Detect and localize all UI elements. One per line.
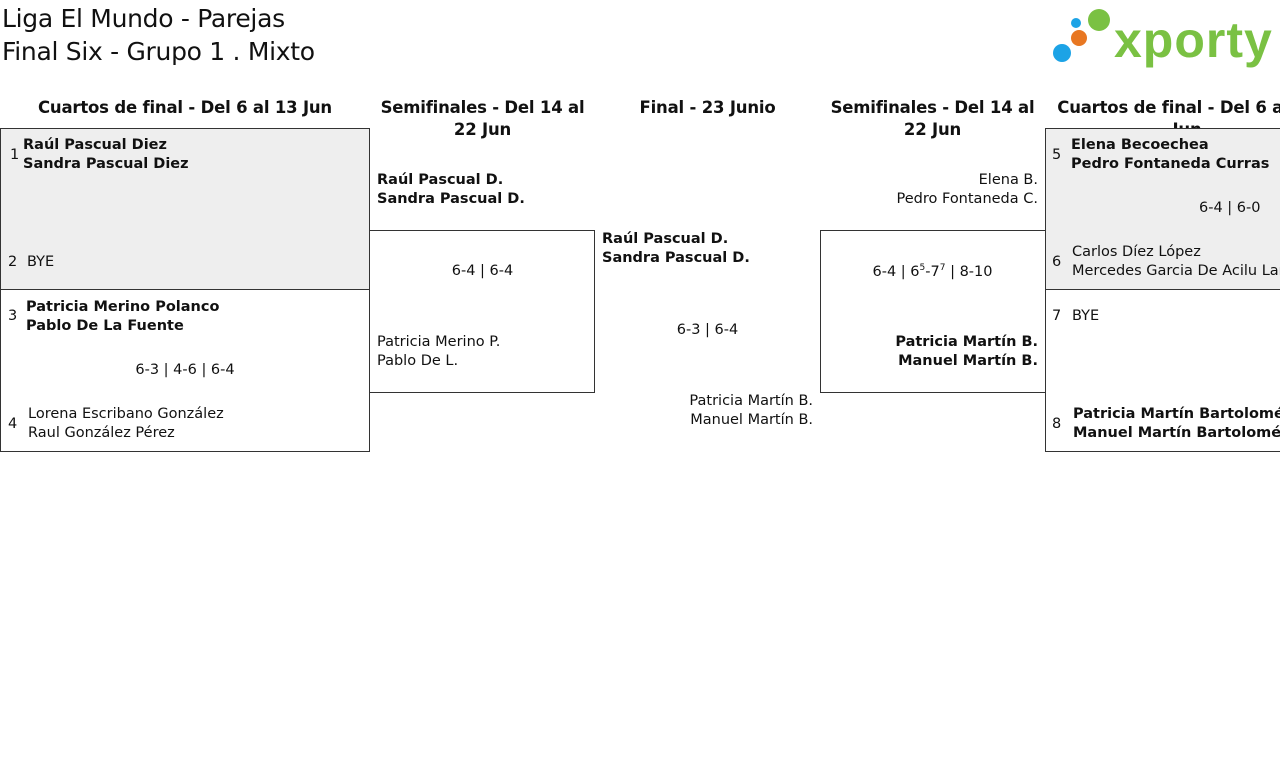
seed-number: 4 bbox=[8, 416, 18, 432]
team-player: Patricia Merino Polanco bbox=[26, 299, 220, 315]
team-player: Raúl Pascual D. bbox=[377, 172, 504, 188]
team-player: Elena Becoechea bbox=[1071, 137, 1209, 153]
column-header-final: Final - 23 Junio bbox=[639, 98, 776, 117]
column-header-sf-left: Semifinales - Del 14 al 22 Jun bbox=[380, 98, 585, 139]
team-player: Patricia Merino P. bbox=[377, 334, 501, 350]
team-player: Raul González Pérez bbox=[28, 425, 175, 441]
team-player: Patricia Martín Bartolomé bbox=[1073, 406, 1280, 422]
xporty-logo: xporty bbox=[1052, 4, 1280, 68]
match-score: 6-3 | 4-6 | 6-4 bbox=[135, 362, 235, 378]
team-player: Manuel Martín B. bbox=[690, 412, 813, 428]
title-line-1: Liga El Mundo - Parejas bbox=[2, 4, 285, 33]
seed-number: 3 bbox=[8, 308, 18, 324]
seed-number: 8 bbox=[1052, 416, 1062, 432]
match-score: 6-3 | 6-4 bbox=[676, 322, 739, 338]
seed-number: 6 bbox=[1052, 254, 1062, 270]
page-title: Liga El Mundo - Parejas Final Six - Grup… bbox=[2, 2, 315, 68]
match-score: 6-4 | 65-77 | 8-10 bbox=[872, 263, 993, 280]
team-player: Sandra Pascual D. bbox=[377, 191, 525, 207]
match-score: 6-4 | 6-0 bbox=[1199, 200, 1261, 216]
match-box-sf-left[interactable] bbox=[369, 230, 595, 393]
column-header-sf-right: Semifinales - Del 14 al 22 Jun bbox=[830, 98, 1035, 139]
logo-dot-blue bbox=[1053, 44, 1071, 62]
team-player: Manuel Martín Bartolomé bbox=[1073, 425, 1280, 441]
team-player: Raúl Pascual Diez bbox=[23, 137, 167, 153]
team-player: Pedro Fontaneda Curras bbox=[1071, 156, 1270, 172]
title-line-2: Final Six - Grupo 1 . Mixto bbox=[2, 37, 315, 66]
seed-number: 2 bbox=[8, 254, 18, 270]
seed-number: 5 bbox=[1052, 147, 1062, 163]
team-player: Pablo De La Fuente bbox=[26, 318, 184, 334]
logo-dot-blue-small bbox=[1071, 18, 1081, 28]
team-player: Carlos Díez López bbox=[1072, 244, 1201, 260]
team-player: Elena B. bbox=[978, 172, 1038, 188]
match-box-qf-right-1[interactable] bbox=[1045, 128, 1280, 290]
match-box-sf-right[interactable] bbox=[820, 230, 1046, 393]
match-box-qf-left-2[interactable] bbox=[0, 289, 370, 452]
logo-dot-orange bbox=[1071, 30, 1087, 46]
column-header-qf-left: Cuartos de final - Del 6 al 13 Jun bbox=[38, 98, 332, 117]
team-player: Mercedes Garcia De Acilu Laredo bbox=[1072, 263, 1280, 279]
match-score: 6-4 | 6-4 bbox=[451, 263, 514, 279]
team-player: BYE bbox=[27, 254, 55, 270]
team-player: Raúl Pascual D. bbox=[602, 231, 729, 247]
team-player: Patricia Martín B. bbox=[895, 334, 1038, 350]
team-player: Pablo De L. bbox=[377, 353, 459, 369]
logo-wordmark: xporty bbox=[1114, 12, 1273, 68]
team-player: Manuel Martín B. bbox=[898, 353, 1038, 369]
team-player: Patricia Martín B. bbox=[689, 393, 813, 409]
seed-number: 1 bbox=[10, 147, 20, 163]
match-box-qf-left-1[interactable] bbox=[0, 128, 370, 290]
team-player: Pedro Fontaneda C. bbox=[896, 191, 1038, 207]
team-player: Sandra Pascual D. bbox=[602, 250, 750, 266]
team-player: BYE bbox=[1072, 308, 1100, 324]
team-player: Lorena Escribano González bbox=[28, 406, 224, 422]
team-player: Sandra Pascual Diez bbox=[23, 156, 189, 172]
logo-dot-green bbox=[1088, 9, 1110, 31]
match-box-qf-right-2[interactable] bbox=[1045, 289, 1280, 452]
seed-number: 7 bbox=[1052, 308, 1062, 324]
